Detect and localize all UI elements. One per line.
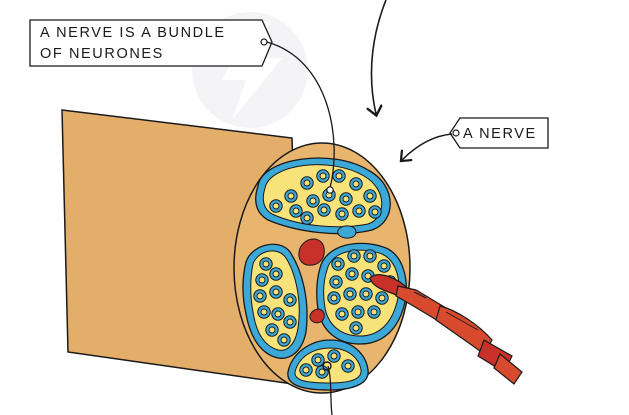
axon-core: [346, 290, 354, 298]
axon-core: [286, 318, 294, 326]
axon-core: [303, 214, 311, 222]
axon-core: [272, 202, 280, 210]
axon-core: [320, 206, 328, 214]
axon-core: [262, 260, 270, 268]
axon-core: [318, 368, 326, 376]
blood-vessel: [309, 308, 325, 324]
axon-core: [287, 192, 295, 200]
axon-core: [335, 172, 343, 180]
axon-core: [286, 296, 294, 304]
nerve-label: A NERVE: [449, 117, 549, 149]
axon-core: [258, 276, 266, 284]
bundle-label-line2: OF NEURONES: [40, 46, 164, 62]
axon-core: [260, 308, 268, 316]
axon-core: [332, 278, 340, 286]
axon-core: [338, 310, 346, 318]
axon-core: [334, 260, 342, 268]
axon-core: [350, 252, 358, 260]
bundle-label: A NERVE IS A BUNDLE OF NEURONES: [29, 19, 273, 67]
bundle-leader-line: [266, 41, 335, 189]
axon-core: [272, 288, 280, 296]
axon-core: [319, 172, 327, 180]
axon-core: [342, 195, 350, 203]
bundle-leader-dot: [326, 186, 334, 194]
axon-core: [268, 326, 276, 334]
fascicle-bottom: [287, 339, 369, 391]
axon-core: [378, 294, 386, 302]
axon-core: [309, 197, 317, 205]
axon-core: [344, 362, 352, 370]
axon-core: [274, 310, 282, 318]
axon-core: [348, 270, 356, 278]
axon-core: [355, 207, 363, 215]
axon-core: [354, 308, 362, 316]
bottom-leader-dot: [322, 361, 332, 371]
axon-core: [256, 292, 264, 300]
blood-vessel: [298, 238, 325, 266]
axon-core: [366, 192, 374, 200]
axon-core: [280, 336, 288, 344]
axon-core: [303, 179, 311, 187]
axon-core: [314, 356, 322, 364]
axon-core: [371, 208, 379, 216]
axon-core: [362, 290, 370, 298]
bundle-label-line1: A NERVE IS A BUNDLE: [40, 25, 226, 41]
axon-core: [338, 210, 346, 218]
nerve-arrow: [402, 133, 453, 160]
axon-core: [364, 272, 372, 280]
nerve-label-text: A NERVE: [463, 126, 537, 142]
axon-core: [352, 180, 360, 188]
axon-core: [366, 252, 374, 260]
axon-core: [272, 270, 280, 278]
axon-core: [380, 262, 388, 270]
axon-group: [253, 169, 397, 379]
axon-core: [352, 324, 360, 332]
arrow-top: [371, 0, 387, 114]
axon-core: [330, 294, 338, 302]
axon-core: [330, 352, 338, 360]
axon-core: [292, 207, 300, 215]
electrode-probe-icon: [369, 273, 523, 385]
axon-core: [302, 366, 310, 374]
axon-core: [370, 308, 378, 316]
blood-vessel: [337, 225, 357, 239]
